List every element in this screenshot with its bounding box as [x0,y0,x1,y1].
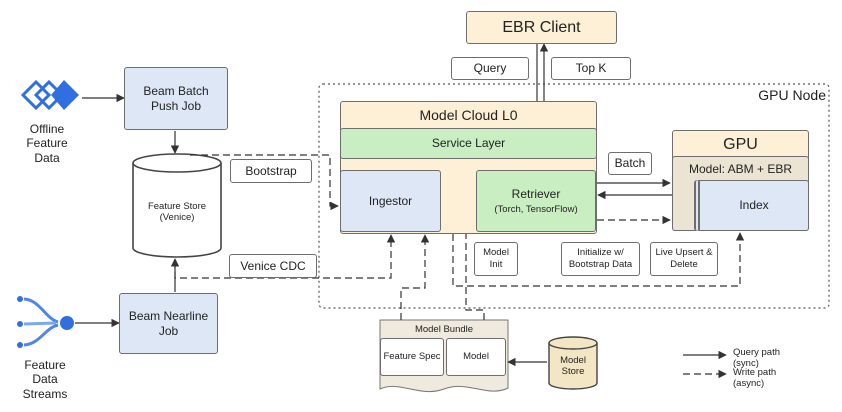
featurespec-to-ingestor-arrow [400,234,430,320]
topk-label: Top K [551,57,631,80]
legend-write-path: Write path (async) [733,367,777,390]
legend-query-path: Query path (sync) [733,347,780,370]
retriever-subtitle: (Torch, TensorFlow) [494,203,578,215]
venice-cdc-label: Venice CDC [229,254,317,278]
service-layer: Service Layer [340,128,597,159]
live-upsert-label: Live Upsert & Delete [650,242,718,276]
gpu-title: GPU [723,136,758,153]
bundle-model: Model [446,338,506,376]
model-bundle-title: Model Bundle [414,324,474,335]
model-abm-ebr-label: Model: ABM + EBR [688,162,793,176]
offline-data-icon [20,79,79,111]
ingestor-to-index-arrow [442,200,745,287]
index: Index [694,180,809,231]
gpu-node-label: GPU Node [758,87,826,103]
retriever-title: Retriever [511,186,561,201]
feature-store-label: Feature Store (Venice) [147,201,207,224]
beam-nearline-job: Beam Nearline Job [119,293,218,354]
feature-store-cylinder [132,153,222,258]
cdc-to-ingestor-arrow [174,234,396,279]
query-label: Query [451,57,529,80]
bootstrap-to-ingestor-arrow [190,154,339,211]
model-store-cylinder [548,336,598,390]
feature-streams-icon [17,296,74,348]
retriever: Retriever (Torch, TensorFlow) [476,170,596,232]
beam-batch-push-job: Beam Batch Push Job [124,67,228,130]
bootstrap-label: Bootstrap [230,159,312,183]
model-init-label: Model Init [474,242,518,276]
batch-label: Batch [608,152,652,175]
ebr-client: EBR Client [466,11,617,44]
gpu-node-border [318,83,830,309]
offline-data-label: Offline Feature Data [26,122,68,165]
ingestor: Ingestor [340,170,441,232]
model-store-label: Model Store [560,355,586,378]
feature-spec: Feature Spec [380,338,444,376]
streams-label: Feature Data Streams [22,358,68,401]
model-cloud-title: Model Cloud L0 [419,107,518,123]
initialize-bootstrap-label: Initialize w/ Bootstrap Data [561,242,640,276]
